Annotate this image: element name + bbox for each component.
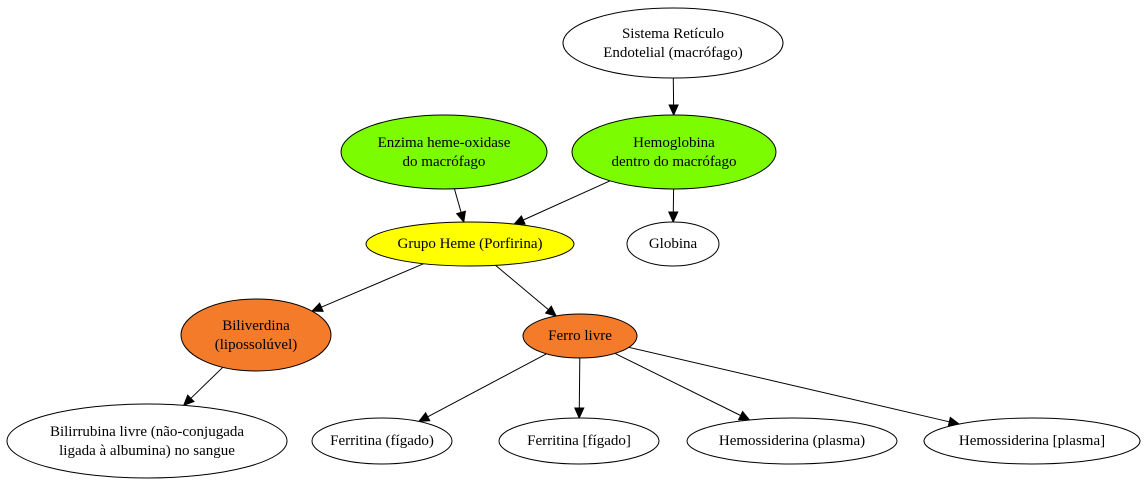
node-ferritina-figado-parens: Ferritina (fígado)	[311, 417, 453, 465]
edge-line	[427, 353, 547, 418]
edge-ferro-to-hemossiderina1	[614, 352, 751, 421]
arrowhead-icon	[737, 410, 751, 421]
node-hemossiderina-plasma-brackets: Hemossiderina [plasma]	[923, 417, 1141, 465]
node-globina-line1: Globina	[649, 236, 698, 252]
node-biliverdina-line1: Biliverdina	[222, 318, 290, 334]
node-hemoglobina-line1: Hemoglobina	[633, 135, 715, 151]
edge-heme-to-ferro	[495, 264, 558, 317]
node-ferritina2-line1: Ferritina [fígado]	[527, 433, 631, 449]
edge-ferro-to-ferritina1	[417, 353, 547, 422]
edge-enzima-to-heme	[453, 188, 467, 224]
node-hemoglobina-line2: dentro do macrófago	[612, 154, 737, 170]
node-globina: Globina	[626, 221, 720, 267]
node-hemossiderina1-line1: Hemossiderina (plasma)	[719, 433, 865, 449]
arrowhead-icon	[182, 394, 195, 407]
edge-line	[628, 346, 950, 423]
node-biliverdina-line2: (lipossolúvel)	[215, 337, 298, 353]
arrowhead-icon	[668, 104, 679, 117]
edge-line	[495, 264, 549, 310]
arrowhead-icon	[417, 411, 431, 422]
edge-sre-to-hemoglobina	[668, 77, 679, 117]
node-hemoglobina: Hemoglobina dentro do macrófago	[571, 114, 777, 190]
node-enzima-heme-oxidase: Enzima heme-oxidase do macrófago	[340, 114, 548, 190]
node-biliverdina: Biliverdina (lipossolúvel)	[180, 298, 332, 372]
node-sistema-reticulo-endotelial: Sistema Retículo Endotelial (macrófago)	[562, 7, 784, 79]
node-enzima-line1: Enzima heme-oxidase	[378, 135, 511, 151]
arrowhead-icon	[574, 407, 585, 420]
node-grupo-heme: Grupo Heme (Porfirina)	[365, 221, 575, 267]
node-sre-line1: Sistema Retículo	[622, 26, 724, 42]
node-sre-line2: Endotelial (macrófago)	[603, 45, 743, 61]
node-ferro-livre: Ferro livre	[522, 313, 638, 359]
arrowhead-icon	[544, 305, 558, 317]
node-ferritina1-line1: Ferritina (fígado)	[330, 433, 434, 449]
edge-line	[614, 352, 741, 416]
edges-layer	[182, 77, 961, 427]
edge-ferro-to-ferritina2	[574, 357, 585, 420]
node-enzima-line2: do macrófago	[403, 154, 486, 170]
node-bilirrubina-line2: ligada à albumina) no sangue	[59, 443, 235, 459]
node-bilirrubina-line1: Bilirrubina livre (não-conjugada	[50, 424, 244, 440]
edge-ferro-to-hemossiderina2	[628, 346, 961, 427]
edge-biliverdina-to-bilirrubina	[182, 366, 224, 407]
arrowhead-icon	[310, 302, 324, 312]
node-ferro-line1: Ferro livre	[548, 328, 612, 344]
edge-line	[578, 357, 581, 409]
arrowhead-icon	[513, 214, 526, 225]
edge-line	[523, 180, 611, 221]
edge-line	[453, 188, 462, 213]
arrowhead-icon	[668, 211, 679, 224]
node-hemossiderina-plasma-parens: Hemossiderina (plasma)	[686, 417, 898, 465]
nodes-layer: Sistema Retículo Endotelial (macrófago) …	[6, 7, 1141, 479]
edge-hemoglobina-to-heme	[513, 180, 611, 225]
edge-line	[190, 366, 224, 399]
node-hemossiderina2-line1: Hemossiderina [plasma]	[959, 433, 1105, 449]
edge-heme-to-biliverdina	[310, 263, 424, 312]
node-heme-line1: Grupo Heme (Porfirina)	[398, 236, 543, 252]
edge-line	[321, 263, 424, 308]
node-bilirrubina-livre: Bilirrubina livre (não-conjugada ligada …	[6, 403, 288, 479]
arrowhead-icon	[455, 210, 467, 224]
node-ferritina-figado-brackets: Ferritina [fígado]	[498, 417, 660, 465]
edge-hemoglobina-to-globina	[668, 188, 679, 224]
